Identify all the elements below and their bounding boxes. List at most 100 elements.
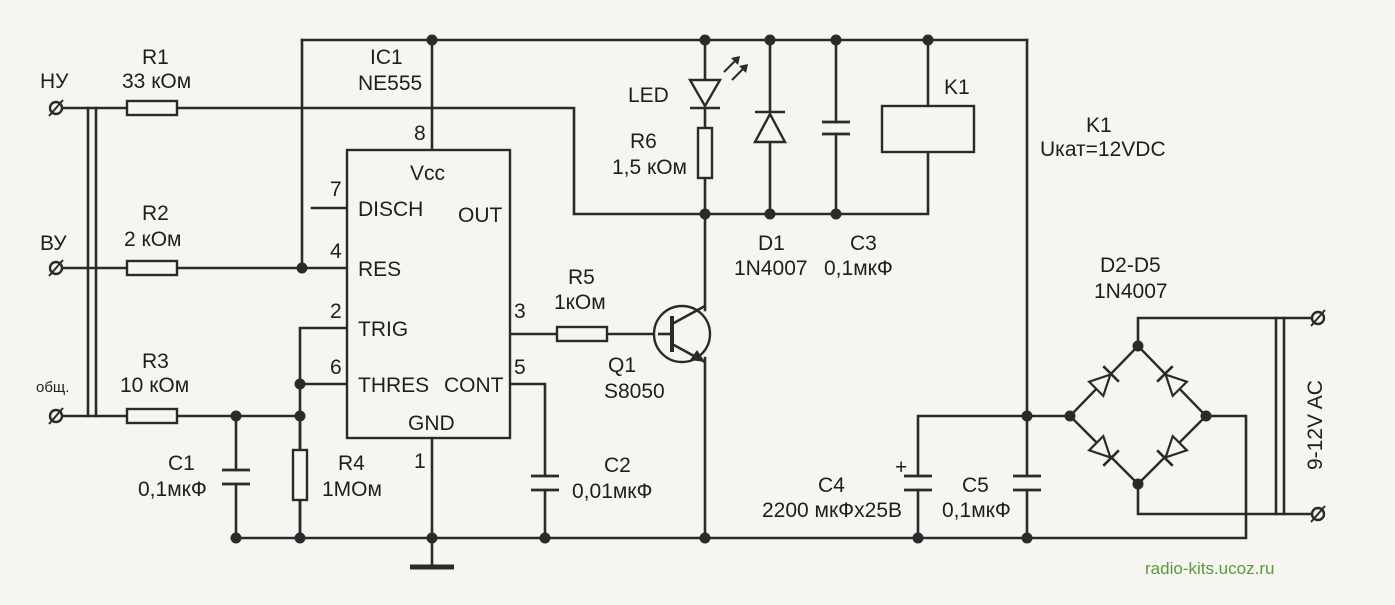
led-ref: LED (628, 84, 669, 107)
capacitor-c5: C5 0,1мкФ (942, 474, 1041, 522)
q1-part: S8050 (604, 380, 665, 403)
c3-value: 0,1мкФ (824, 257, 893, 280)
ic-ne555: IC1 NE555 Vcc GND DISCH RES TRIG THRES O… (330, 46, 526, 473)
r5-ref: R5 (568, 266, 595, 289)
pin-label-res: RES (358, 258, 401, 281)
transistor-q1: Q1 S8050 (604, 304, 712, 403)
q1-ref: Q1 (608, 354, 636, 377)
junction-dot (912, 532, 924, 544)
pin-number-trig: 2 (330, 300, 342, 323)
junction-dot (296, 262, 308, 274)
junction-dot (1021, 410, 1033, 422)
bridge-diode-icon (1087, 434, 1120, 467)
capacitor-c1: C1 0,1мкФ (138, 452, 250, 501)
k1-note-value: Uкат=12VDC (1040, 138, 1166, 161)
r3-value: 10 кОм (120, 374, 189, 397)
pin-number-vcc: 8 (414, 122, 426, 145)
junction-dot (830, 208, 842, 220)
watermark: radio-kits.ucoz.ru (1145, 559, 1274, 578)
junction-dot (830, 34, 842, 46)
pin-number-disch: 7 (330, 178, 342, 201)
wire-bridge-top (1136, 316, 1317, 348)
resistor-r6: R6 1,5 кОм (612, 126, 714, 180)
junction-dot (922, 34, 934, 46)
terminal-input-low: НУ (40, 70, 69, 117)
junction-dot (764, 208, 776, 220)
led: LED (628, 56, 748, 110)
r1-ref: R1 (142, 46, 169, 69)
junction-dot (699, 532, 711, 544)
relay-k1: K1 K1 Uкат=12VDC (880, 76, 1166, 161)
ac-bracket (1274, 316, 1286, 516)
pin-number-gnd: 1 (414, 450, 426, 473)
junction-dot (230, 410, 242, 422)
junction-dot (294, 532, 306, 544)
junction-dot (539, 532, 551, 544)
k1-note-ref: K1 (1086, 114, 1112, 137)
capacitor-c3: C3 0,1мкФ (822, 120, 893, 280)
junction-dot (294, 378, 306, 390)
terminal-label-input-low: НУ (40, 70, 69, 93)
terminal-label-input-high: ВУ (40, 232, 67, 255)
wire-cont (508, 382, 547, 540)
wires (58, 38, 1317, 569)
r3-ref: R3 (142, 350, 169, 373)
wire-bridge-bottom (1136, 482, 1317, 516)
junction-dot (426, 532, 438, 544)
c4-ref: C4 (818, 474, 845, 497)
pin-number-thres: 6 (330, 356, 342, 379)
junction-dot (230, 532, 242, 544)
resistor-r2: R2 2 кОм (124, 202, 181, 277)
resistor-r1: R1 33 кОм (122, 46, 191, 117)
capacitor-c4: + C4 2200 мкФх25В (762, 456, 932, 522)
pin-label-cont: CONT (444, 374, 504, 397)
k1-ref: K1 (944, 76, 970, 99)
ic-vcc-label: Vcc (410, 162, 445, 185)
junction-dot (1021, 532, 1033, 544)
bridge-diode-icon (1156, 365, 1189, 398)
r4-value: 1МОм (322, 478, 382, 501)
pin-label-out: OUT (458, 204, 503, 227)
terminal-common: общ. (36, 379, 69, 425)
pin-number-out: 3 (514, 300, 526, 323)
junction-dot (426, 34, 438, 46)
resistor-r3: R3 10 кОм (120, 350, 189, 425)
pin-number-res: 4 (330, 240, 342, 263)
wire-c4 (916, 414, 1072, 540)
bridge-part: 1N4007 (1094, 280, 1168, 303)
c3-ref: C3 (850, 232, 877, 255)
junction-dot (699, 208, 711, 220)
light-arrows-icon (723, 56, 748, 81)
c5-ref: C5 (962, 474, 989, 497)
r6-value: 1,5 кОм (612, 156, 687, 179)
input-shield-bars (86, 106, 98, 418)
pin-number-cont: 5 (514, 356, 526, 379)
c2-ref: C2 (604, 454, 631, 477)
pin-label-trig: TRIG (358, 318, 408, 341)
pin-label-disch: DISCH (358, 198, 423, 221)
pin-label-thres: THRES (358, 374, 429, 397)
c4-value: 2200 мкФх25В (762, 499, 902, 522)
r4-ref: R4 (338, 452, 365, 475)
r5-value: 1кОм (554, 291, 606, 314)
capacitor-c2: C2 0,01мкФ (531, 454, 652, 503)
ic-ref: IC1 (370, 46, 403, 69)
diode-d1: D1 1N4007 (734, 110, 808, 280)
r2-ref: R2 (142, 202, 169, 225)
ac-input-label: 9-12V AC (1304, 380, 1327, 470)
c5-value: 0,1мкФ (942, 499, 1011, 522)
terminal-ac-top (1310, 309, 1326, 327)
bridge-diode-icon (1156, 434, 1189, 467)
d1-part: 1N4007 (734, 257, 808, 280)
r2-value: 2 кОм (124, 228, 181, 251)
ic-gnd-label: GND (408, 412, 455, 435)
resistor-r4: R4 1МОм (291, 448, 382, 502)
wire-bridge-right (1025, 414, 1248, 540)
wire-input-low (58, 106, 930, 216)
c2-value: 0,01мкФ (572, 480, 652, 503)
c4-polarity: + (895, 456, 907, 479)
bridge-ref: D2-D5 (1100, 254, 1161, 277)
junction-dot (699, 34, 711, 46)
bridge-diode-icon (1087, 365, 1120, 398)
